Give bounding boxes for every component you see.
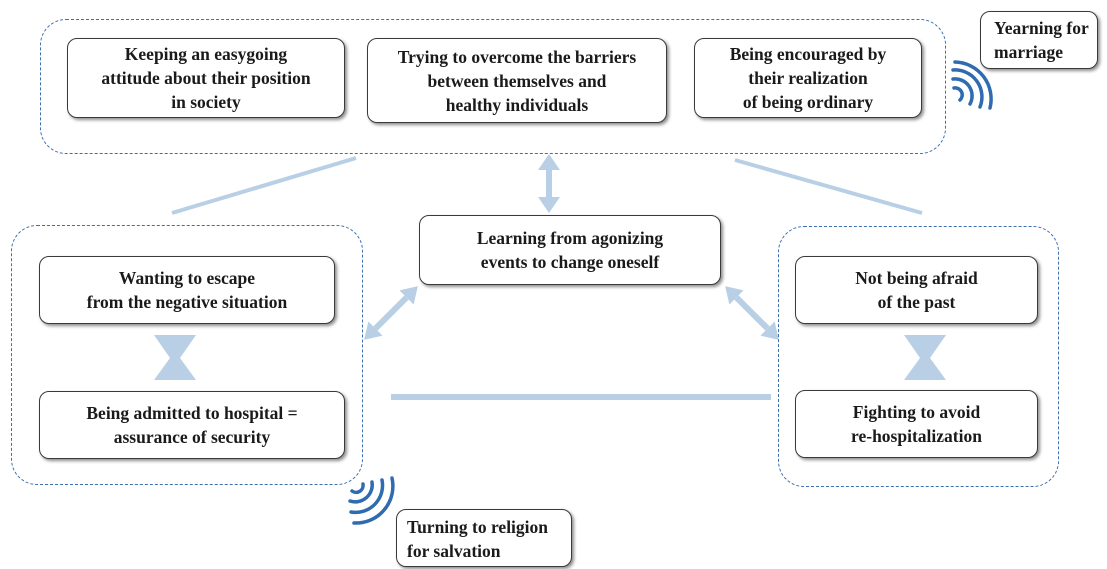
theme-not-afraid-past: Not being afraid of the past [795, 256, 1038, 324]
double-arrow-right [725, 286, 779, 340]
top-group [40, 19, 946, 154]
left-group [11, 225, 363, 485]
connector-top-right [734, 158, 923, 215]
opposing-connector-left [154, 335, 196, 380]
tag-turning-religion: Turning to religion for salvation [396, 509, 572, 567]
theme-overcome-barriers: Trying to overcome the barriers between … [367, 38, 667, 123]
theme-wanting-escape: Wanting to escape from the negative situ… [39, 256, 335, 324]
opposing-connector-right [904, 335, 946, 380]
theme-encouraged-ordinary: Being encouraged by their realization of… [694, 38, 922, 118]
theme-admitted-hospital: Being admitted to hospital = assurance o… [39, 391, 345, 459]
signal-icon-religion [348, 476, 395, 525]
double-arrow-left [364, 286, 418, 340]
double-arrow-vertical [538, 154, 560, 213]
center-learning-box: Learning from agonizing events to change… [419, 215, 721, 285]
theme-avoid-rehospitalization: Fighting to avoid re-hospitalization [795, 390, 1038, 458]
signal-icon-marriage [951, 60, 993, 110]
tag-yearning-marriage: Yearning for marriage [980, 11, 1098, 69]
theme-easygoing-attitude: Keeping an easygoing attitude about thei… [67, 38, 345, 118]
right-group [778, 226, 1059, 487]
connector-top-left [171, 156, 357, 215]
